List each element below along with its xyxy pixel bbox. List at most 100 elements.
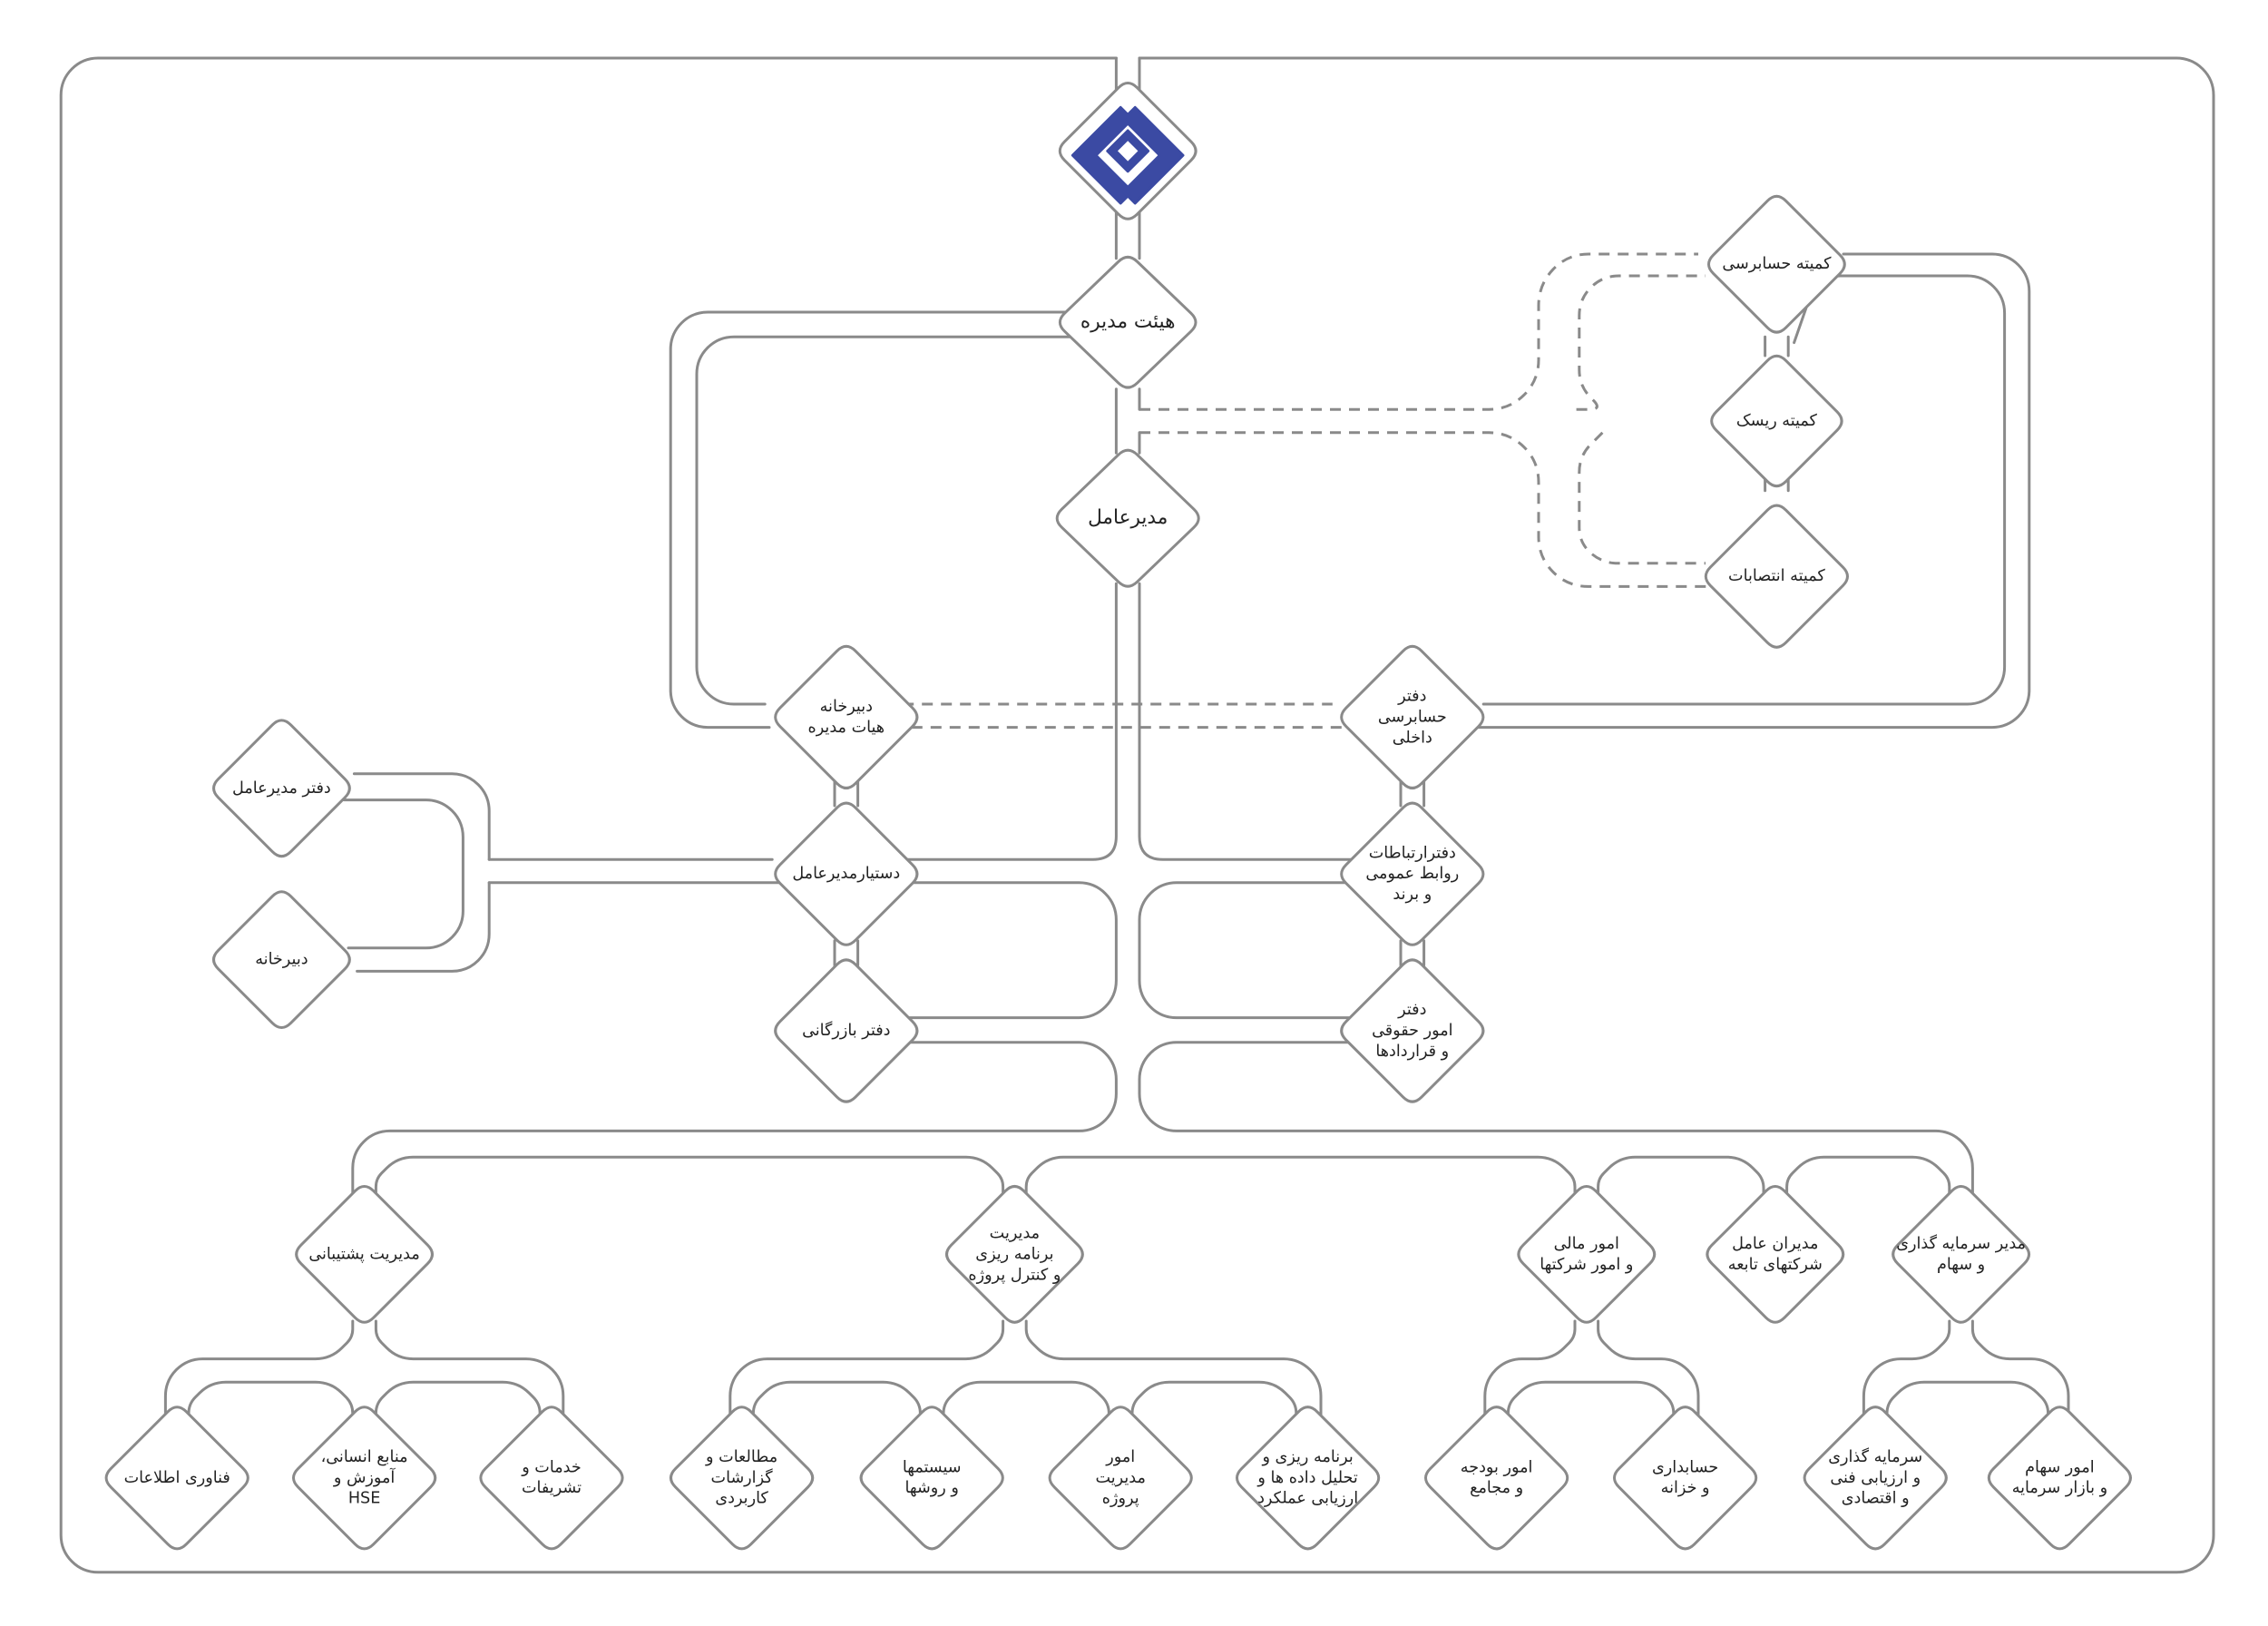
- node-services-shape: [479, 1406, 624, 1551]
- outer-frame: [59, 56, 2215, 1574]
- node-subsidiaries-label: مدیران عامل شرکتهای تابعه: [1728, 1235, 1823, 1274]
- node-subsidiaries-label-line: مدیران عامل: [1732, 1235, 1818, 1253]
- connector-line: [1138, 1041, 1974, 1197]
- node-subsidiaries-shape: [1706, 1185, 1845, 1324]
- node-investment-label-line: و سهام: [1937, 1256, 1985, 1274]
- connector-line: [1597, 1319, 1700, 1425]
- node-ceo-assistant-shape: [774, 801, 919, 946]
- node-appointments-committee-label: کمیته انتصابات: [1728, 567, 1825, 585]
- node-systems-shape: [859, 1406, 1004, 1551]
- connector-line: [1457, 252, 2031, 730]
- node-internal-audit-shape: [1340, 644, 1485, 789]
- node-studies-label-line: گزارشات: [711, 1468, 774, 1487]
- node-secretariat-label: دبیرخانه: [255, 951, 308, 969]
- node-appointments-committee-label-line: کمیته انتصابات: [1728, 567, 1825, 585]
- node-board-secretariat-label-line: دبیرخانه: [820, 698, 873, 716]
- node-board-label: هیئت مدیره: [1080, 310, 1176, 333]
- node-support-mgmt-label-line: مدیریت پشتیبانی: [308, 1245, 419, 1263]
- node-project-affairs-label-line: مدیریت: [1095, 1469, 1145, 1487]
- node-data-analysis-label-line: برنامه ریزی و: [1261, 1448, 1353, 1466]
- node-project-affairs-label-line: امور: [1105, 1448, 1135, 1466]
- connector-line: [669, 310, 1076, 730]
- node-secretariat-shape: [212, 890, 351, 1029]
- connector-line: [1483, 1319, 1577, 1425]
- node-communications-label: دفترارتباطات روابط عمومی و برند: [1365, 844, 1459, 904]
- connector-line: [356, 881, 491, 973]
- node-stocks-label-line: امور سهام: [2025, 1458, 2095, 1476]
- node-ceo-shape: [1055, 448, 1200, 588]
- connector-line: [342, 798, 464, 950]
- connector-line: [1506, 1380, 1676, 1425]
- node-stocks-label-line: و بازار سرمایه: [2012, 1479, 2107, 1497]
- node-subsidiaries-label-line: شرکتهای تابعه: [1728, 1256, 1823, 1274]
- dashed-connector: [1139, 252, 1698, 411]
- connector-line: [163, 1319, 355, 1425]
- node-services-label-line: خدمات و: [521, 1458, 582, 1476]
- node-internal-audit-label-line: حسابرسی: [1378, 708, 1447, 726]
- node-commerce-office-label: دفتر بازرگانی: [802, 1021, 890, 1040]
- node-communications-label-line: و برند: [1393, 886, 1432, 904]
- connector-line: [1024, 1155, 1577, 1197]
- connector-line: [1597, 1155, 1765, 1200]
- node-it-label-line: فناوری اطلاعات: [124, 1469, 230, 1487]
- node-board-secretariat-shape: [774, 644, 919, 789]
- node-investment-label: مدیر سرمایه گذاری و سهام: [1896, 1234, 2026, 1274]
- node-internal-audit-label-line: دفتر: [1397, 688, 1426, 706]
- node-board-label-line: هیئت مدیره: [1080, 310, 1176, 333]
- connector-line: [1138, 582, 1395, 861]
- node-data-analysis-shape: [1236, 1406, 1381, 1551]
- node-studies-label-line: مطالعات و: [705, 1448, 777, 1466]
- node-budget-label-line: و مجامع: [1470, 1479, 1523, 1497]
- node-accounting-shape: [1613, 1406, 1758, 1551]
- node-communications-label-line: دفترارتباطات: [1369, 844, 1456, 862]
- dashed-connector: [1139, 431, 1713, 588]
- node-commerce-office-label-line: دفتر بازرگانی: [802, 1021, 890, 1040]
- node-hr-label-line: آموزش و: [333, 1467, 396, 1487]
- connector-line: [374, 1155, 1005, 1197]
- node-budget-label-line: امور بودجه: [1461, 1458, 1533, 1476]
- node-accounting-label: حسابداری و خزانه: [1652, 1458, 1718, 1497]
- connector-line: [751, 1380, 922, 1425]
- connector-line: [1862, 1319, 1951, 1425]
- node-board-secretariat-label-line: هیات مدیره: [808, 719, 885, 737]
- node-tech-invest-shape: [1803, 1406, 1948, 1551]
- connector-line: [695, 335, 1100, 706]
- node-finance-shape: [1517, 1185, 1657, 1324]
- node-commerce-office-shape: [774, 958, 919, 1103]
- node-investment-label-line: مدیر سرمایه گذاری: [1896, 1234, 2026, 1253]
- connector-line: [374, 1380, 542, 1425]
- node-ceo-assistant-label: دستیارمدیرعامل: [792, 865, 900, 883]
- node-planning-mgmt-label-line: برنامه ریزی: [975, 1245, 1053, 1263]
- node-risk-committee-label-line: کمیته ریسک: [1736, 412, 1818, 430]
- node-hr-shape: [292, 1406, 437, 1551]
- node-communications-shape: [1340, 801, 1485, 946]
- node-budget-label: امور بودجه و مجامع: [1461, 1458, 1533, 1497]
- node-accounting-label-line: حسابداری: [1652, 1458, 1718, 1476]
- node-tech-invest-label-line: سرمایه گذاری: [1828, 1447, 1922, 1466]
- connector-line: [351, 1041, 1118, 1197]
- logo-right-chevron: [1121, 105, 1185, 205]
- connector-line: [352, 772, 491, 861]
- node-stocks-shape: [1987, 1406, 2132, 1551]
- node-audit-committee-shape: [1707, 194, 1846, 334]
- connector-line: [1785, 1155, 1951, 1197]
- node-legal-shape: [1340, 958, 1485, 1103]
- node-systems-label-line: و روشها: [905, 1479, 959, 1497]
- node-risk-committee-shape: [1710, 354, 1843, 488]
- company-logo-icon: [1070, 105, 1185, 205]
- node-legal-label-line: و قراردادها: [1375, 1043, 1449, 1061]
- node-accounting-label-line: و خزانه: [1661, 1479, 1710, 1497]
- node-communications-label-line: روابط عمومی: [1365, 865, 1459, 883]
- node-it-shape: [104, 1406, 249, 1551]
- node-planning-mgmt-label-line: مدیریت: [990, 1225, 1040, 1243]
